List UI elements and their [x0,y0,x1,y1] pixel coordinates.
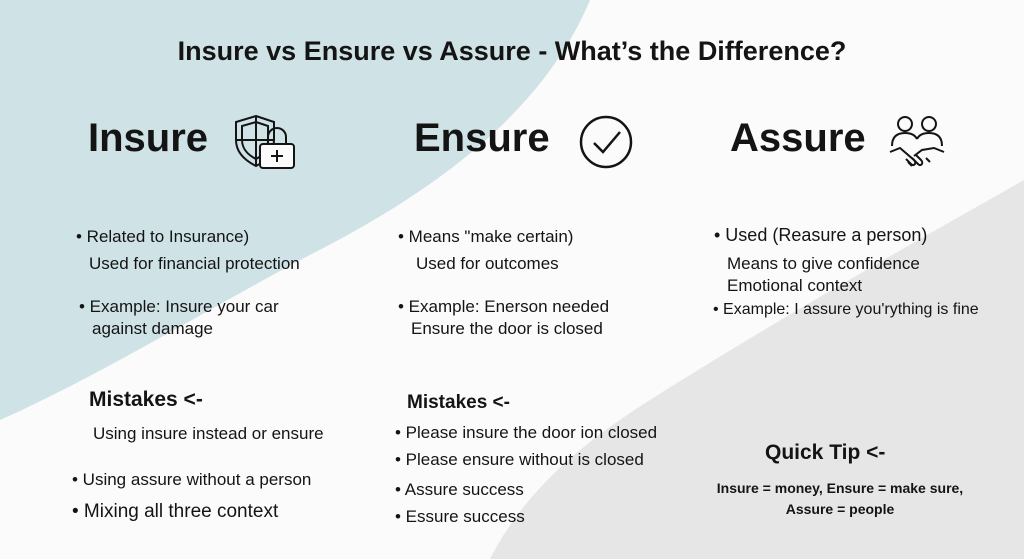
quick-tip-text: Insure = money, Ensure = make sure, Assu… [700,478,980,520]
ensure-line-1: • Means "make certain) [398,227,574,246]
insure-line-4: against damage [92,319,213,338]
insure-line-1: • Related to Insurance) [76,227,250,246]
gray-region [490,180,1024,559]
mistakes-heading-ensure: Mistakes <- [407,392,510,413]
insure-line-2: Used for financial protection [89,254,300,273]
ensure-line-2: Used for outcomes [416,254,559,273]
assure-line-2: Means to give confidence [727,254,920,273]
assure-line-3: Emotional context [727,276,863,295]
shield-lock-icon [235,114,295,169]
assure-line-1: • Used (Reasure a person) [714,225,928,245]
mistakes-heading-insure: Mistakes <- [89,388,203,411]
page-title: Insure vs Ensure vs Assure - What’s the … [177,36,847,66]
insure-mistake-3: • Mixing all three context [72,501,279,522]
ensure-mistake-4: • Essure success [395,507,525,526]
heading-insure: Insure [88,116,209,160]
quick-tip-line-1: Insure = money, Ensure = make sure, [716,480,964,496]
quick-tip-heading: Quick Tip <- [765,441,886,464]
quick-tip-line-2: Assure = people [785,501,895,517]
heading-ensure: Ensure [414,116,550,160]
ensure-line-4: Ensure the door is closed [411,319,603,338]
heading-assure: Assure [730,116,866,160]
insure-line-3: • Example: Insure your car [79,297,279,316]
ensure-mistake-1: • Please insure the door ion closed [395,423,658,442]
insure-mistake-1: Using insure instead or ensure [93,424,324,443]
handshake-people-icon [889,116,945,167]
ensure-mistake-3: • Assure success [395,480,524,499]
check-circle-icon [579,115,633,169]
assure-line-4: • Example: I assure you'rything is fine [713,301,979,318]
ensure-mistake-2: • Please ensure without is closed [395,450,644,469]
blue-region [0,0,590,420]
ensure-line-3: • Example: Enerson needed [398,297,610,316]
insure-mistake-2: • Using assure without a person [72,470,312,489]
